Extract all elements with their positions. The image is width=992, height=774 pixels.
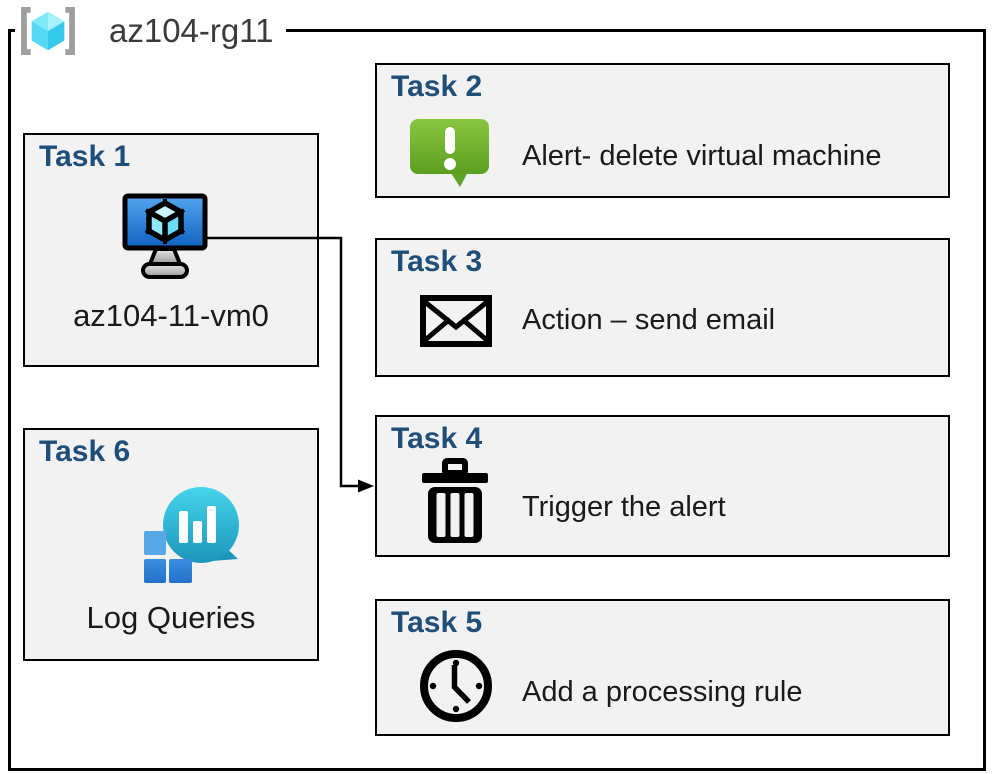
task-5-caption: Add a processing rule <box>522 676 803 708</box>
task-4-label: Task 4 <box>391 422 483 455</box>
task-6-label: Task 6 <box>39 435 131 468</box>
resource-group-name: az104-rg11 <box>109 12 274 49</box>
task-3-label: Task 3 <box>391 245 483 278</box>
email-envelope-icon <box>420 295 492 347</box>
task-2-caption: Alert- delete virtual machine <box>522 140 882 172</box>
log-analytics-icon <box>144 487 239 583</box>
task-2-label: Task 2 <box>391 70 483 103</box>
virtual-machine-icon <box>122 193 208 279</box>
resource-group-header: az104-rg11 <box>15 2 286 60</box>
resource-group-icon <box>21 6 75 56</box>
task-5-label: Task 5 <box>391 606 483 639</box>
clock-icon <box>420 650 492 722</box>
trash-can-icon <box>422 458 488 543</box>
alert-message-icon <box>410 119 489 187</box>
task-4-box: Task 4 Trigger the alert <box>375 415 950 557</box>
task-6-box: Task 6 Log Queries <box>23 428 319 661</box>
task-1-label: Task 1 <box>39 140 131 173</box>
task-1-caption: az104-11-vm0 <box>73 298 269 333</box>
task-6-caption: Log Queries <box>86 600 256 635</box>
task-3-caption: Action – send email <box>522 304 776 336</box>
task-4-caption: Trigger the alert <box>522 491 726 523</box>
task-2-box: Task 2 Alert- delete virtual machine <box>375 63 950 198</box>
task-3-box: Task 3 Action – send email <box>375 238 950 377</box>
task-5-box: Task 5 Add a processing rule <box>375 599 950 736</box>
resource-group-border <box>8 29 986 771</box>
task-1-box: Task 1 az104-11-vm0 <box>23 133 319 367</box>
